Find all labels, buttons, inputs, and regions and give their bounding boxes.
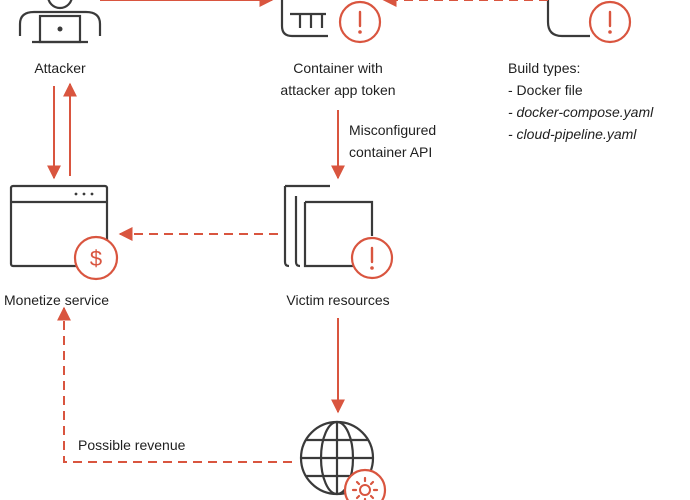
svg-text:$: $ <box>90 246 102 271</box>
container-label-line2: attacker app token <box>280 82 396 98</box>
build-item-docker-compose: - docker-compose.yaml <box>508 104 654 120</box>
monetize-service-label: Monetize service <box>4 292 110 308</box>
victim-alert-icon <box>350 236 394 280</box>
build-alert-icon <box>588 0 632 44</box>
victim-resources-label: Victim resources <box>286 292 390 308</box>
misconfigured-api-label-line1: Misconfigured <box>349 122 437 138</box>
container-icon <box>280 0 328 38</box>
globe-icon <box>299 420 375 496</box>
build-types-title: Build types: <box>508 60 581 76</box>
arrow-revenue-to-monetize <box>57 306 292 463</box>
dollar-icon: $ <box>73 235 119 281</box>
build-item-docker-file: - Docker file <box>508 82 583 98</box>
document-icon <box>546 0 590 38</box>
container-alert-icon <box>338 0 382 44</box>
gear-icon <box>343 468 387 500</box>
container-label-line1: Container with <box>293 60 383 76</box>
attacker-label: Attacker <box>34 60 86 76</box>
misconfigured-api-label-line2: container API <box>349 144 433 160</box>
user-laptop-icon <box>18 0 102 44</box>
possible-revenue-label: Possible revenue <box>78 437 186 453</box>
browser-window-icon <box>9 184 109 268</box>
stacked-documents-icon <box>283 184 374 268</box>
build-item-cloud-pipeline: - cloud-pipeline.yaml <box>508 126 637 142</box>
